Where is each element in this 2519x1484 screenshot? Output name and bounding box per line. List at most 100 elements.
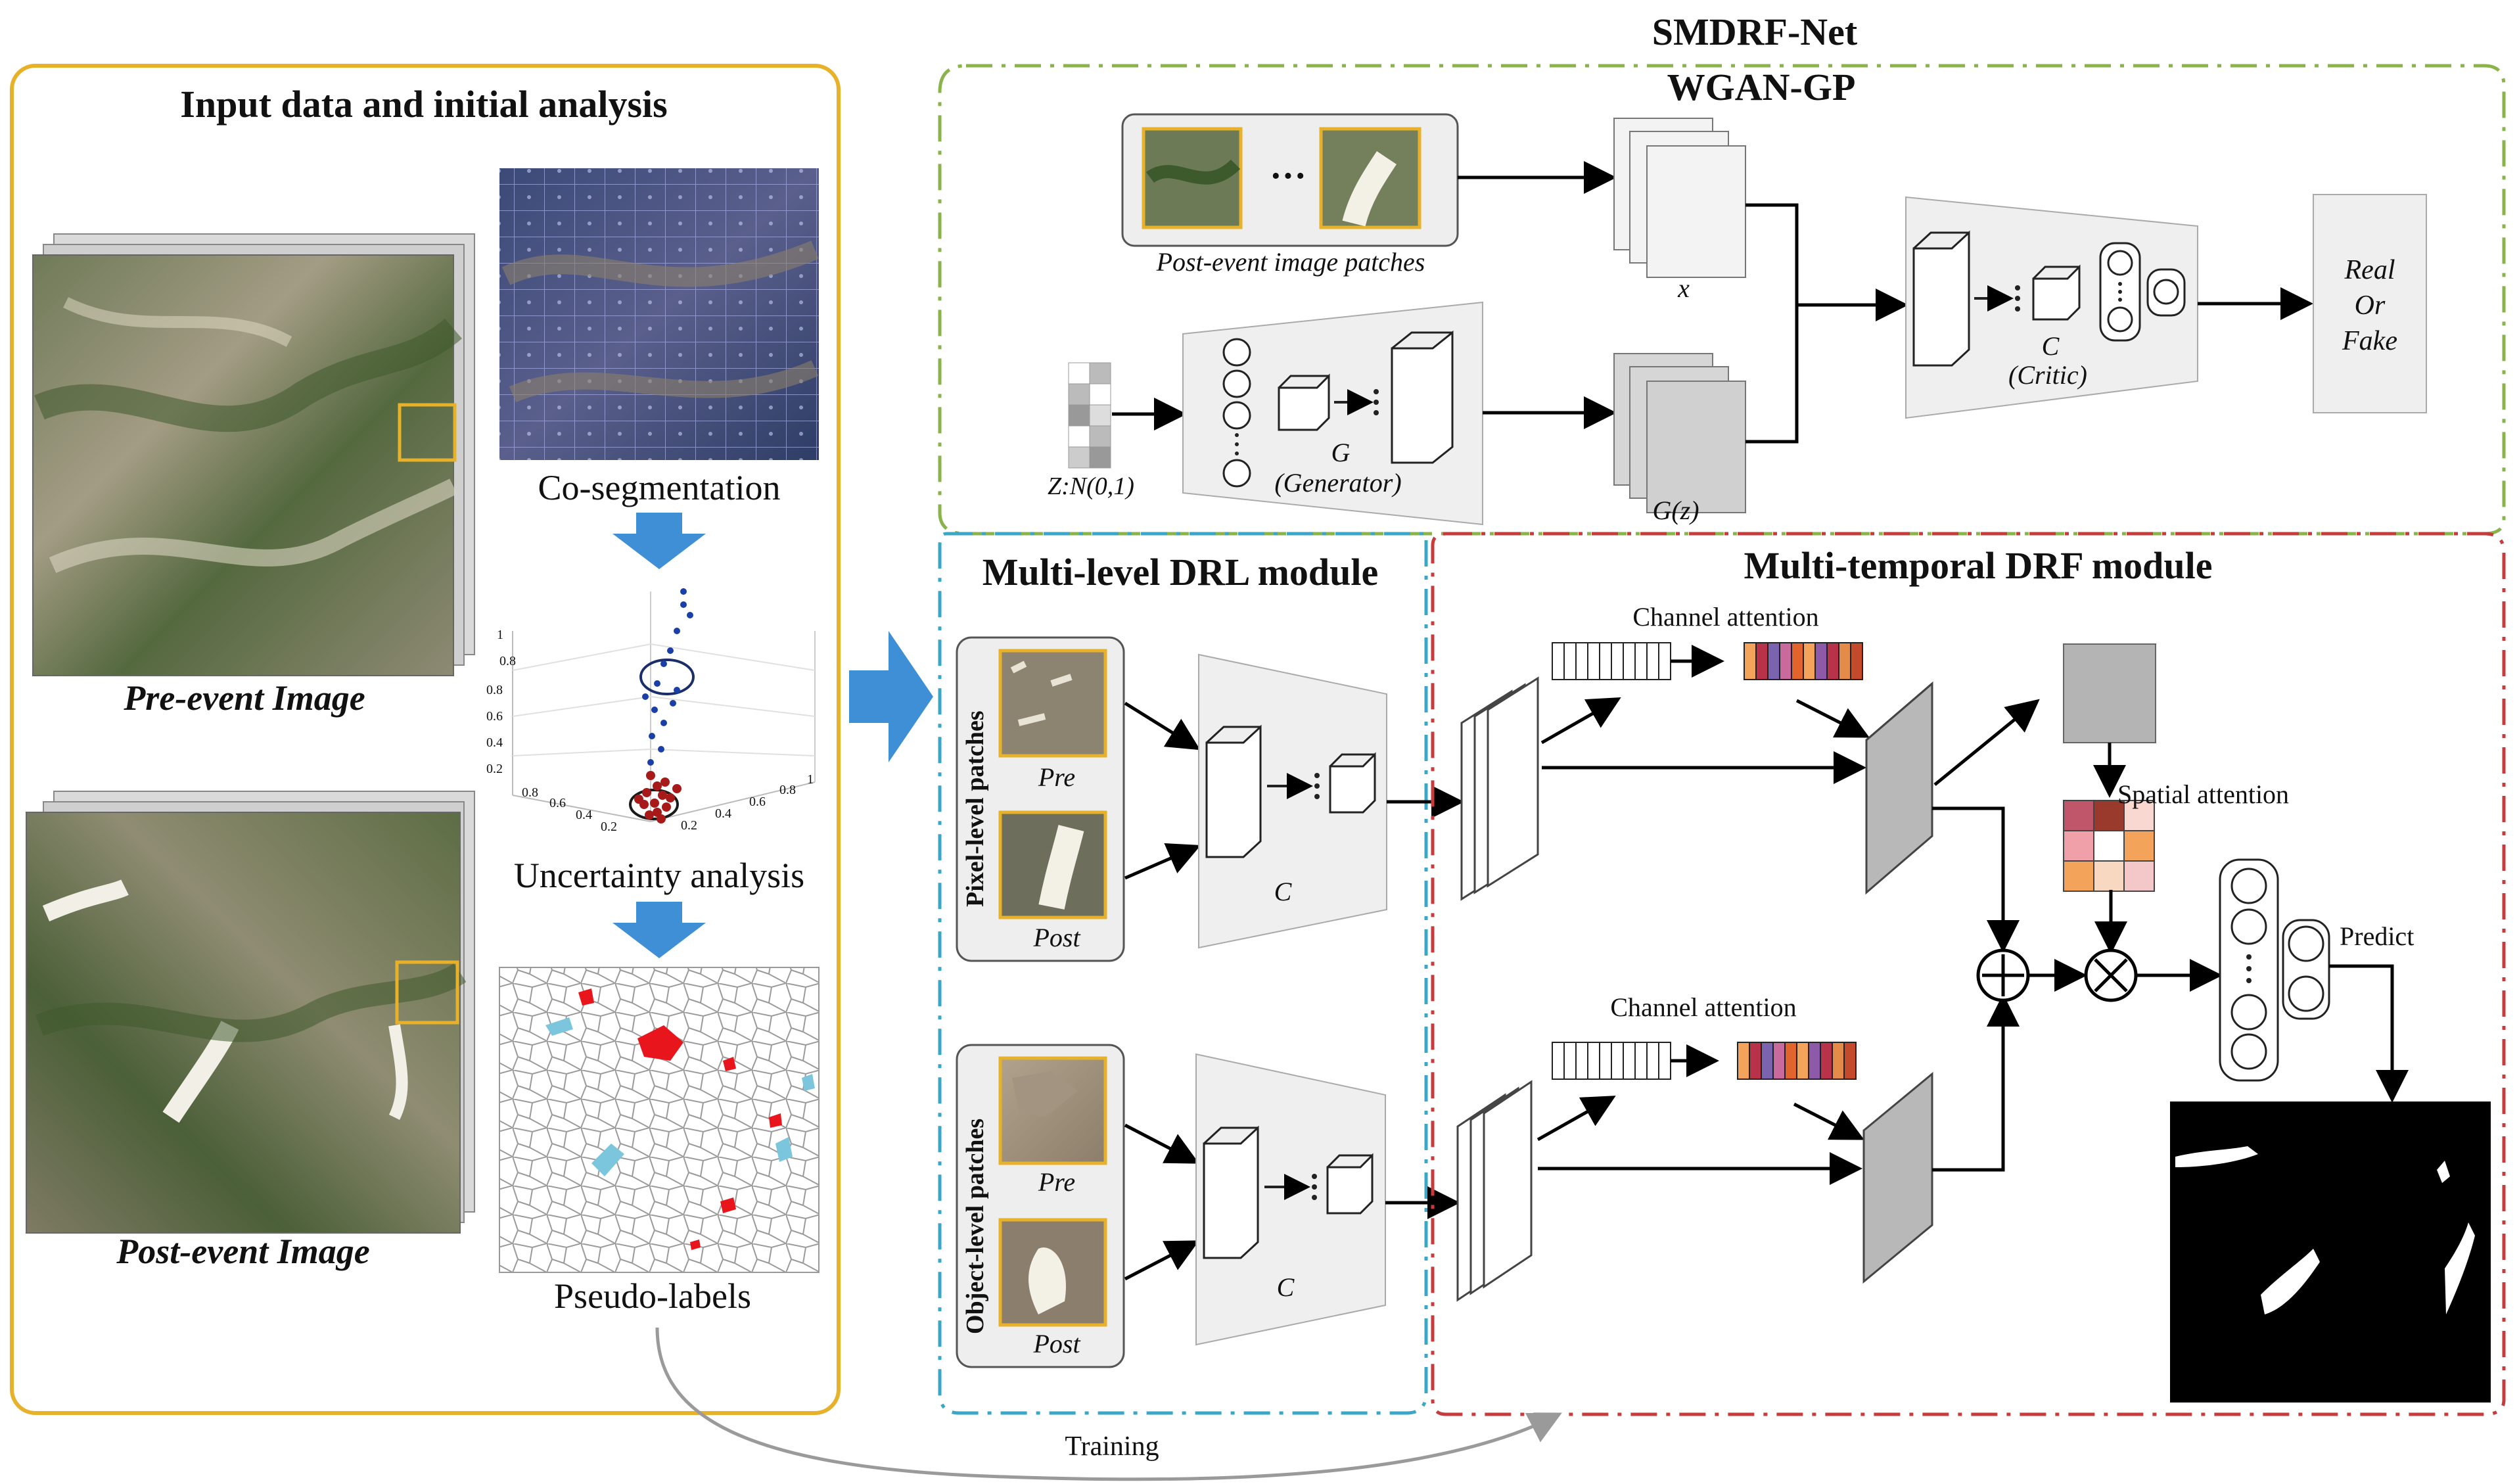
- pixel-fused-feature: [1865, 681, 1933, 895]
- arrow-object-to-sum: [1932, 994, 2020, 1172]
- scatter-point-changed: [660, 720, 667, 726]
- x-label: x: [1677, 273, 1690, 303]
- critic-label: (Critic): [2008, 360, 2087, 390]
- plot-tick-z-0: 0.8: [499, 654, 516, 668]
- plot-tick-y-2: 0.6: [749, 795, 766, 809]
- plot-tick-y-0: 0.2: [681, 818, 697, 833]
- channel-weight-cell: [1772, 1042, 1786, 1080]
- channel-weight-cell: [1803, 642, 1816, 680]
- scatter-point-changed: [642, 693, 649, 700]
- arrow-pixel-channel: [1540, 697, 1621, 745]
- channel-cell: [1611, 1042, 1624, 1080]
- spatial-attention-cell: [2123, 830, 2155, 862]
- spatial-feature-map: [2063, 643, 2156, 743]
- object-post-label: Post: [1032, 1329, 1080, 1358]
- spatial-attention-cell: [2093, 860, 2125, 892]
- pixel-encoder-c: C: [1274, 877, 1293, 906]
- pre-event-label: Pre-event Image: [123, 678, 365, 718]
- channel-weight-cell: [1820, 1042, 1833, 1080]
- spatial-attention-cell: [2093, 830, 2125, 862]
- drl-panel-frame: [938, 532, 1428, 1415]
- plot-tick-y-1: 0.4: [715, 806, 731, 821]
- scatter-point-unchanged: [645, 810, 654, 820]
- scatter-point-unchanged: [650, 799, 659, 808]
- plot-tick-x-1: 0.6: [549, 796, 566, 810]
- scatter-point-unchanged: [657, 814, 666, 823]
- object-encoder-block: [1195, 1053, 1386, 1346]
- channel-cell: [1587, 1042, 1600, 1080]
- scatter-point-changed: [667, 647, 674, 654]
- scatter-point-changed: [674, 687, 680, 693]
- scatter-point-unchanged: [658, 791, 667, 800]
- spatial-attention-cell: [2123, 860, 2155, 892]
- pseudo-labels-label: Pseudo-labels: [554, 1276, 751, 1316]
- input-panel-title: Input data and initial analysis: [180, 83, 667, 126]
- scatter-point-changed: [670, 700, 676, 707]
- channel-cell: [1563, 1042, 1577, 1080]
- channel-cell: [1623, 642, 1636, 680]
- scatter-point-unchanged: [646, 771, 655, 780]
- pixel-feature-stack: [1460, 676, 1539, 901]
- arrow-object-channel: [1537, 1096, 1616, 1142]
- channel-attention-top-label: Channel attention: [1632, 602, 1818, 632]
- plot-tick-x-3: 0.2: [601, 820, 617, 834]
- pixel-patches-box: [956, 636, 1125, 962]
- plot-tick-z-4: 0.2: [486, 762, 503, 776]
- noise-label: Z:N(0,1): [1048, 473, 1134, 500]
- scatter-point-unchanged: [666, 793, 675, 802]
- channel-weights-top: [1744, 642, 1863, 680]
- wgan-title: WGAN-GP: [1667, 66, 1856, 108]
- channel-cell: [1658, 642, 1671, 680]
- input-panel-frame: [10, 64, 841, 1415]
- pixel-post-label: Post: [1032, 923, 1080, 952]
- channel-weight-cell: [1761, 1042, 1774, 1080]
- channel-cell: [1646, 642, 1659, 680]
- uncertainty-scatter-plot: [512, 591, 816, 822]
- channel-weight-cell: [1814, 642, 1828, 680]
- object-level-label: Object-level patches: [961, 1119, 989, 1334]
- drf-panel-frame: [1431, 532, 2506, 1416]
- plot-tick-one: 1: [497, 628, 503, 642]
- channel-cell: [1623, 1042, 1636, 1080]
- pseudo-labels-map: [499, 967, 820, 1273]
- channel-cell: [1599, 1042, 1612, 1080]
- channel-cell: [1575, 642, 1588, 680]
- smdrf-title: SMDRF-Net: [1652, 11, 1858, 53]
- scatter-point-unchanged: [642, 788, 651, 797]
- training-arrow: [655, 1327, 1562, 1481]
- channel-vector-top: [1552, 642, 1671, 680]
- channel-weight-cell: [1737, 1042, 1750, 1080]
- pixel-encoder-block: [1198, 653, 1387, 949]
- patches-label: Post-event image patches: [1156, 247, 1425, 277]
- object-fused-feature: [1862, 1071, 1933, 1284]
- channel-weight-cell: [1843, 1042, 1857, 1080]
- channel-weight-cell: [1838, 642, 1851, 680]
- object-pre-label: Pre: [1038, 1167, 1075, 1197]
- plot-tick-y-4: 1: [807, 772, 814, 787]
- output-or: Or: [2355, 290, 2386, 321]
- spatial-attention-cell: [2093, 800, 2125, 831]
- scatter-point-changed: [647, 759, 654, 766]
- co-segmentation-image: [499, 168, 819, 460]
- merge-lines: [1745, 203, 1799, 444]
- channel-weights-bottom: [1737, 1042, 1857, 1080]
- channel-weight-cell: [1755, 642, 1768, 680]
- scatter-point-changed: [680, 601, 687, 608]
- channel-cell: [1552, 642, 1565, 680]
- x-feature-stack: [1613, 118, 1746, 278]
- arrow-pixel-post: [1124, 843, 1201, 880]
- channel-cell: [1552, 1042, 1565, 1080]
- plot-tick-y-3: 0.8: [779, 783, 796, 797]
- spatial-attention-grid: [2063, 800, 2155, 892]
- channel-cell: [1658, 1042, 1671, 1080]
- plot-tick-z-1: 0.8: [486, 683, 503, 697]
- uncertainty-label: Uncertainty analysis: [514, 856, 804, 895]
- scatter-point-changed: [687, 612, 693, 618]
- plot-tick-z-3: 0.4: [486, 735, 503, 750]
- pixel-level-label: Pixel-level patches: [961, 710, 989, 907]
- drf-title: Multi-temporal DRF module: [1744, 544, 2212, 587]
- scatter-point-changed: [654, 680, 660, 687]
- channel-weight-cell: [1832, 1042, 1845, 1080]
- channel-weight-cell: [1796, 1042, 1809, 1080]
- plot-tick-z-2: 0.6: [486, 709, 503, 724]
